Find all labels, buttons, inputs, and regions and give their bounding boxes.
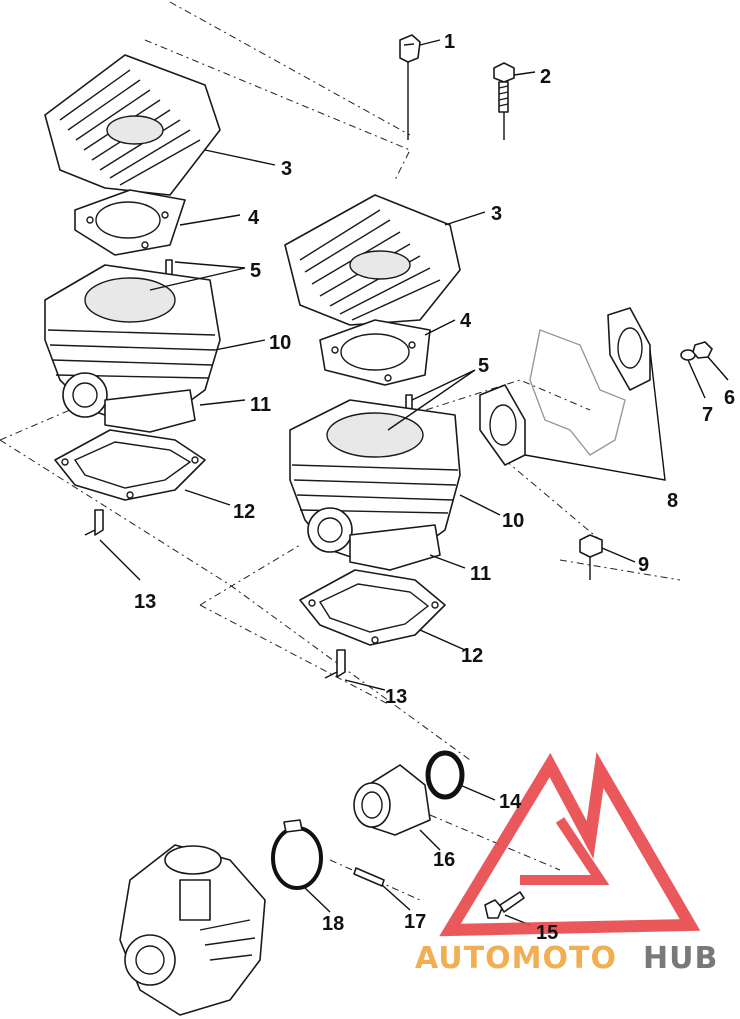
callout-6: 6 xyxy=(724,387,735,409)
cylinder-head-left xyxy=(44,54,221,196)
intake-manifold-part-16 xyxy=(353,764,431,836)
dowel-right xyxy=(324,649,346,679)
clamp-part-18 xyxy=(271,819,323,890)
watermark-word-automoto: AUTOMOTO xyxy=(415,941,617,976)
nut-part-6 xyxy=(692,341,713,359)
callout-1: 1 xyxy=(444,31,455,53)
callout-5-left: 5 xyxy=(250,260,261,282)
callout-13-left: 13 xyxy=(134,591,156,613)
cylinder-left xyxy=(44,264,221,433)
assembly-lines xyxy=(0,1,681,901)
callout-5-right: 5 xyxy=(478,355,489,377)
callout-12-right: 12 xyxy=(461,645,483,667)
callout-16: 16 xyxy=(433,849,455,871)
automotohub-watermark: AUTOMOTO HUB xyxy=(415,752,718,976)
head-gasket-left xyxy=(74,189,186,256)
callout-15: 15 xyxy=(536,922,558,944)
callout-17: 17 xyxy=(404,911,426,933)
pin-part-17 xyxy=(353,867,385,887)
watermark-word-hub: HUB xyxy=(643,941,718,976)
base-gasket-left xyxy=(54,429,206,501)
dowel-left xyxy=(84,509,104,536)
callout-12-left: 12 xyxy=(233,501,255,523)
o-ring-part-14 xyxy=(425,750,465,800)
head-gasket-right xyxy=(319,319,431,386)
callout-labels: 1 2 3 4 5 10 11 12 13 3 4 5 10 11 12 13 … xyxy=(134,31,735,944)
callout-4-right: 4 xyxy=(460,310,472,332)
callout-2: 2 xyxy=(540,66,551,88)
exhaust-gaskets xyxy=(479,307,651,466)
nut-part-1 xyxy=(399,34,421,140)
callout-leaders xyxy=(99,39,729,926)
carburetor xyxy=(119,844,266,1016)
exhaust-manifold xyxy=(529,329,626,456)
callout-9: 9 xyxy=(638,554,649,576)
callout-18: 18 xyxy=(322,913,344,935)
callout-3-left: 3 xyxy=(281,158,292,180)
watermark-logo-icon xyxy=(439,752,701,937)
callout-13-right: 13 xyxy=(385,686,407,708)
callout-3-right: 3 xyxy=(491,203,502,225)
callout-10-left: 10 xyxy=(269,332,291,354)
bolt-part-15 xyxy=(484,891,525,919)
callout-7: 7 xyxy=(702,404,713,426)
base-gasket-right xyxy=(299,569,446,646)
nut-part-9 xyxy=(579,534,603,580)
callout-10-right: 10 xyxy=(502,510,524,532)
callout-11-right: 11 xyxy=(470,563,491,585)
bolt-part-2 xyxy=(493,62,515,140)
cylinder-head-right xyxy=(284,194,461,326)
cylinder-right xyxy=(289,399,461,571)
callout-8: 8 xyxy=(667,490,678,512)
callout-14: 14 xyxy=(499,791,522,813)
callout-11-left: 11 xyxy=(250,394,271,416)
callout-4-left: 4 xyxy=(248,207,260,229)
